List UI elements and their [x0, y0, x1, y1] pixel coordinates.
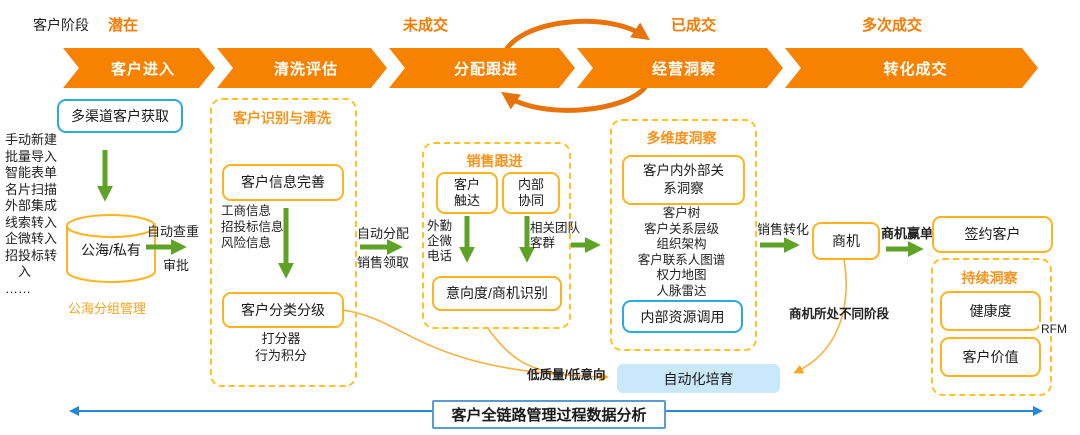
insight-tool-list: 客户树 客户关系层级 组织架构 客户联系人图谱 权力地图 人脉雷达: [637, 206, 726, 298]
chevron-convert-close-label: 转化成交: [883, 60, 948, 78]
chevron-convert-close: 转化成交: [785, 48, 1038, 88]
intent-opportunity-box: 意向度/商机识别: [432, 276, 562, 311]
collab-target-list: 相关团队 客群: [530, 221, 581, 250]
full-chain-analysis-box: 客户全链路管理过程数据分析: [432, 400, 666, 429]
chevron-cleanse-evaluate: 清洗评估: [217, 48, 387, 88]
info-source-list: 工商信息 招投标信息 风险信息: [221, 204, 284, 250]
sales-follow-title: 销售跟进: [466, 153, 523, 169]
stage-potential: 潜在: [108, 17, 139, 34]
stage-closed: 已成交: [671, 17, 717, 34]
chevron-cleanse-evaluate-label: 清洗评估: [273, 60, 338, 78]
acquisition-channel-list: 手动新建 批量导入 智能表单 名片扫描 外部集成 线索转入 企微转入 招投标转 …: [5, 132, 58, 296]
chevron-assign-follow-label: 分配跟进: [453, 60, 518, 78]
approval-label: 审批: [163, 258, 190, 273]
opportunity-stage-note: 商机所处不同阶段: [789, 307, 890, 321]
auto-nurture-box: 自动化培育: [617, 364, 780, 393]
pool-private-label: 公海/私有: [81, 242, 141, 258]
stage-not-closed: 未成交: [403, 17, 449, 34]
classify-tools-list: 打分器 行为积分: [254, 331, 307, 363]
auto-dedupe-label: 自动查重: [147, 224, 200, 239]
chevron-business-insight-label: 经营洞察: [651, 60, 716, 78]
chevron-assign-follow: 分配跟进: [389, 48, 575, 88]
customer-reach-box: 客户 触达: [436, 172, 498, 214]
multi-dimension-insight-title: 多维度洞察: [646, 130, 717, 146]
pool-group-management-label: 公海分组管理: [68, 301, 147, 316]
orange-routing-curves: [342, 258, 847, 382]
internal-resource-box: 内部资源调用: [622, 300, 743, 333]
customer-info-complete-box: 客户信息完善: [222, 164, 344, 201]
sales-convert-label: 销售转化: [757, 222, 810, 237]
low-quality-intent-label: 低质量/低意向: [527, 368, 606, 382]
internal-collab-box: 内部 协同: [502, 172, 560, 214]
customer-identify-cleanse-title: 客户识别与清洗: [233, 110, 331, 126]
chevron-customer-entry: 客户进入: [63, 48, 215, 88]
opportunity-win-label: 商机赢单: [881, 226, 934, 241]
customer-identify-cleanse-group: [210, 98, 357, 387]
reach-channel-list: 外勤 企微 电话: [427, 219, 453, 263]
rfm-label: RFM: [1039, 322, 1069, 336]
customer-value-box: 客户价值: [940, 337, 1041, 377]
sustained-insight-title: 持续洞察: [961, 270, 1018, 286]
chevron-customer-entry-label: 客户进入: [110, 60, 175, 78]
signed-customer-box: 签约客户: [932, 216, 1053, 253]
stage-repeat-deals: 多次成交: [862, 17, 923, 34]
multi-dimension-insight-group: [610, 119, 757, 351]
customer-relation-insight-box: 客户内外部关 系洞察: [622, 155, 745, 205]
auto-assign-label: 自动分配: [357, 226, 410, 241]
stage-axis-label: 客户阶段: [33, 17, 89, 33]
sales-claim-label: 销售领取: [357, 255, 410, 270]
chevron-business-insight: 经营洞察: [577, 48, 783, 88]
customer-classify-grade-box: 客户分类分级: [222, 292, 344, 328]
health-score-box: 健康度: [940, 291, 1041, 331]
opportunity-box: 商机: [812, 222, 880, 260]
multi-channel-acquisition-box: 多渠道客户获取: [57, 99, 183, 133]
